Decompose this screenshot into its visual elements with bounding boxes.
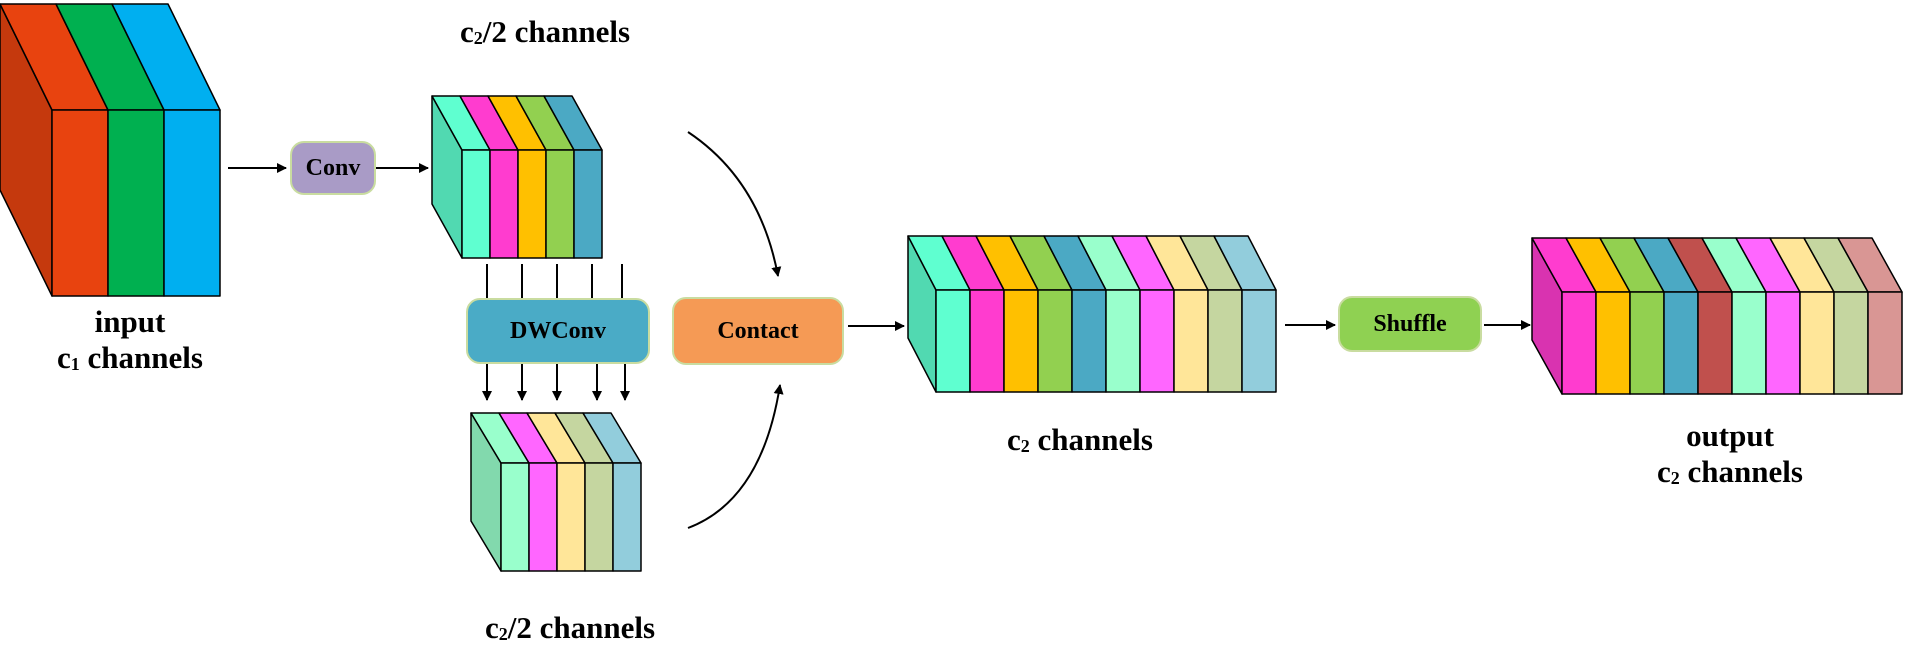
- arrow-top-to-contact: [687, 131, 782, 277]
- input-label-line2: c1 channels: [57, 340, 203, 375]
- top-block-slice-1: [461, 149, 491, 259]
- top-block-slice-5: [573, 149, 603, 259]
- input-label-line1: input: [94, 304, 166, 339]
- bottom-block-slice-3: [556, 462, 586, 572]
- middle-block-slice-6: [1105, 289, 1141, 393]
- output-block-slice-1: [1561, 291, 1597, 395]
- middle-block-slice-4: [1037, 289, 1073, 393]
- conv-box: Conv: [290, 141, 376, 195]
- output-block-slice-5: [1697, 291, 1733, 395]
- dwconv-box: DWConv: [466, 298, 650, 364]
- output-label: output c2 channels: [1600, 418, 1860, 496]
- input-block-slice-1: [51, 109, 109, 297]
- top-block-slice-2: [489, 149, 519, 259]
- output-block-slice-10: [1867, 291, 1903, 395]
- output-block-slice-2: [1595, 291, 1631, 395]
- output-block-slice-7: [1765, 291, 1801, 395]
- input-block-slice-3: [163, 109, 221, 297]
- middle-block-slice-8: [1173, 289, 1209, 393]
- bottom-block-slice-4: [584, 462, 614, 572]
- output-block-slice-8: [1799, 291, 1835, 395]
- bottom-block: [470, 412, 642, 572]
- top-block-slice-4: [545, 149, 575, 259]
- bottom-block-slice-5: [612, 462, 642, 572]
- input-block-slice-2: [107, 109, 165, 297]
- middle-block-slice-10: [1241, 289, 1277, 393]
- middle-block: [907, 235, 1277, 393]
- top-block: [431, 95, 603, 259]
- middle-block-slice-1: [935, 289, 971, 393]
- output-block: [1531, 237, 1903, 395]
- shuffle-box: Shuffle: [1338, 296, 1482, 352]
- middle-block-slice-2: [969, 289, 1005, 393]
- middle-block-slice-9: [1207, 289, 1243, 393]
- bottom-block-label: c2/2 channels: [484, 610, 656, 645]
- input-label: input c1 channels: [20, 304, 240, 382]
- middle-block-slice-7: [1139, 289, 1175, 393]
- output-label-line1: output: [1686, 418, 1774, 453]
- output-block-slice-4: [1663, 291, 1699, 395]
- output-block-slice-6: [1731, 291, 1767, 395]
- arrow-bottom-to-contact: [687, 384, 784, 529]
- top-block-slice-3: [517, 149, 547, 259]
- bottom-block-slice-2: [528, 462, 558, 572]
- input-block: [0, 3, 221, 297]
- bottom-block-slice-1: [500, 462, 530, 572]
- middle-block-slice-5: [1071, 289, 1107, 393]
- output-block-slice-9: [1833, 291, 1869, 395]
- top-block-label: c2/2 channels: [459, 14, 631, 49]
- contact-box: Contact: [672, 297, 844, 365]
- middle-block-slice-3: [1003, 289, 1039, 393]
- output-block-slice-3: [1629, 291, 1665, 395]
- middle-block-label: c2 channels: [1007, 422, 1153, 457]
- output-label-line2: c2 channels: [1657, 454, 1803, 489]
